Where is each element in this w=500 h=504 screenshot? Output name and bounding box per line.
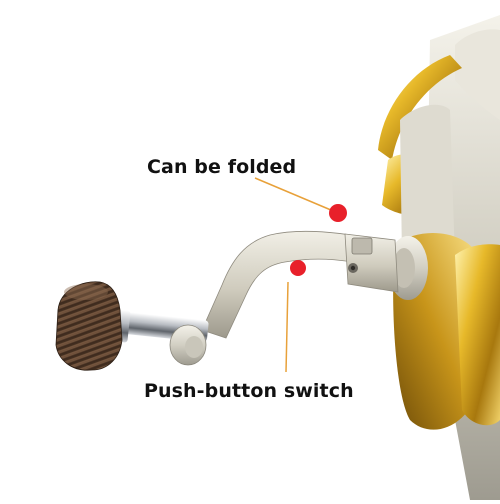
switch-marker-icon	[290, 260, 306, 276]
reel-body	[378, 15, 500, 500]
switch-callout-line	[285, 281, 289, 373]
fold-point-marker-icon	[329, 204, 347, 222]
switch-callout-label: Push-button switch	[144, 380, 354, 402]
crank-arm	[111, 230, 399, 366]
fold-callout-line	[254, 177, 339, 214]
fold-callout-label: Can be folded	[147, 156, 297, 178]
wooden-knob	[55, 281, 123, 371]
